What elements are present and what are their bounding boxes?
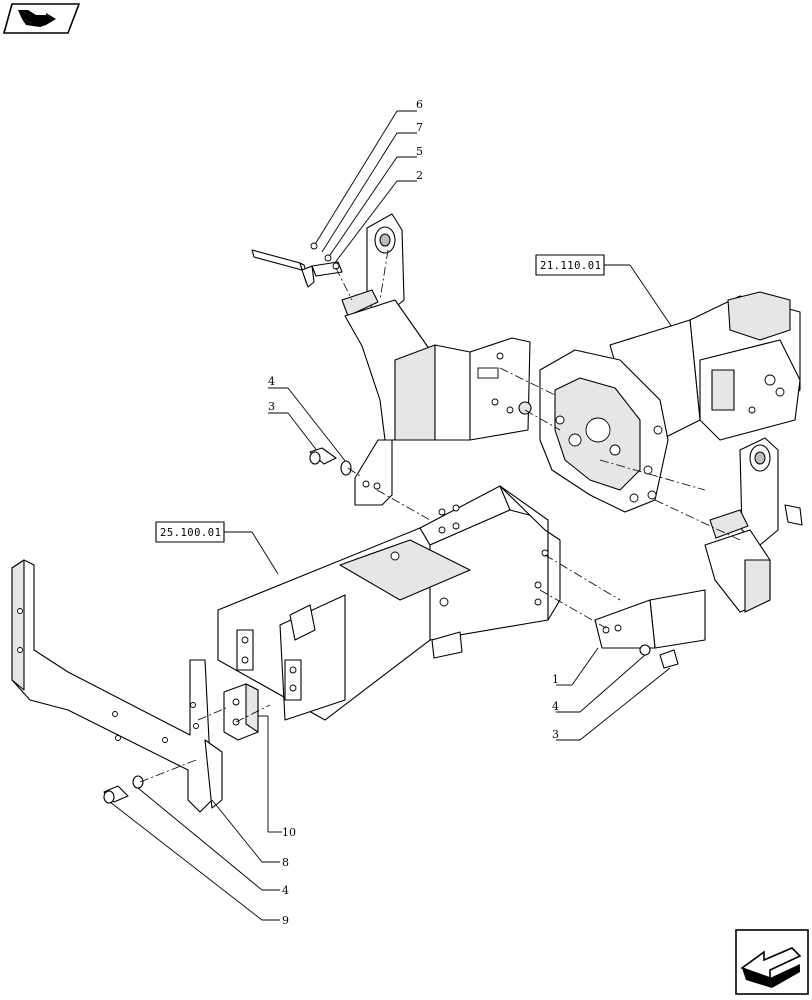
bolt-lower: [103, 775, 144, 804]
callout-10: 10: [282, 826, 296, 839]
ref-frame: 25.100.01: [160, 527, 221, 539]
front-bumper-bracket: [11, 559, 223, 813]
transmission-housing: 21.110.01: [535, 254, 801, 513]
callout-3-right: 3: [552, 728, 559, 741]
spacer-block: [223, 683, 259, 741]
callout-4-upper: 4: [268, 375, 275, 388]
callout-8: 8: [282, 856, 289, 869]
callout-5: 5: [416, 145, 423, 158]
small-bracket: [251, 242, 343, 288]
callout-4-right: 4: [552, 700, 559, 713]
callout-9: 9: [282, 914, 289, 927]
next-page-arrow-icon[interactable]: [734, 928, 810, 996]
callout-group-upper: [313, 110, 417, 265]
main-frame: 25.100.01: [155, 485, 561, 721]
assembly-centerlines: [139, 249, 741, 783]
callout-7: 7: [416, 121, 423, 134]
callout-1: 1: [552, 673, 559, 686]
callout-3-upper: 3: [268, 400, 275, 413]
callout-6: 6: [416, 98, 423, 111]
callout-2: 2: [416, 169, 423, 182]
bolt-upper: [268, 387, 352, 476]
right-mount-bracket: [594, 437, 803, 669]
callout-4-lower: 4: [282, 884, 289, 897]
upper-mount-bracket: [341, 213, 532, 506]
ref-transmission: 21.110.01: [540, 260, 601, 272]
book-arrow-icon[interactable]: [2, 2, 82, 36]
